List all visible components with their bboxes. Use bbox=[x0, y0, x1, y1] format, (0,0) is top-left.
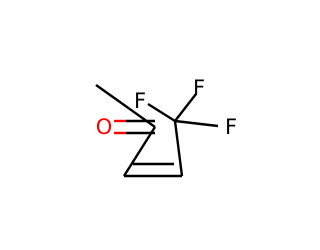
bond-c2-c3 bbox=[122, 126, 157, 177]
bond-c5-f-left bbox=[147, 102, 176, 123]
bond-c1-c2 bbox=[95, 84, 156, 128]
atom-fluorine-top: F bbox=[193, 76, 205, 100]
bond-c5-f-right bbox=[174, 119, 219, 128]
atom-oxygen: O bbox=[96, 115, 113, 139]
bond-c5-f-top bbox=[174, 93, 197, 122]
atom-fluorine-left: F bbox=[134, 89, 146, 113]
atom-fluorine-right: F bbox=[225, 115, 237, 139]
structure-canvas: O F F F bbox=[95, 76, 238, 178]
bond-c4-c5 bbox=[173, 120, 184, 177]
molecule-diagram: O F F F bbox=[95, 76, 237, 178]
